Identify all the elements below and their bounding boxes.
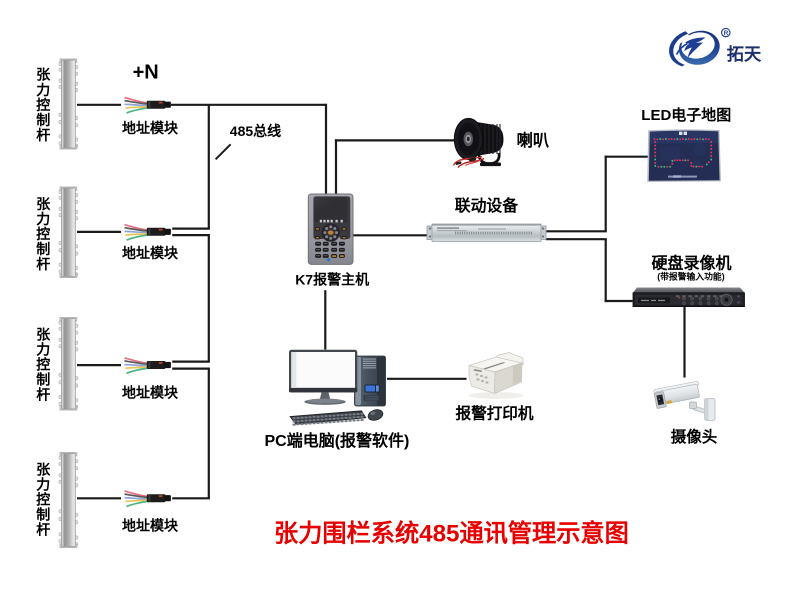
svg-text:报警打印机: 报警打印机 [456,404,534,423]
svg-text:张: 张 [36,326,51,342]
svg-text:LED电子地图: LED电子地图 [641,106,731,124]
svg-text:PC端电脑(报警软件): PC端电脑(报警软件) [265,431,410,450]
svg-text:地址模块: 地址模块 [122,517,179,533]
svg-text:张: 张 [36,67,51,83]
svg-text:张: 张 [36,196,51,212]
svg-text:地址模块: 地址模块 [122,120,179,136]
svg-text:+N: +N [133,61,159,83]
svg-text:拓天: 拓天 [727,44,762,64]
svg-text:控: 控 [36,356,50,372]
svg-text:控: 控 [36,226,50,242]
svg-text:联动设备: 联动设备 [455,196,519,215]
svg-text:(带报警输入功能): (带报警输入功能) [657,270,725,281]
svg-text:杆: 杆 [36,127,50,143]
svg-text:摄像头: 摄像头 [671,427,718,446]
svg-text:制: 制 [36,371,50,387]
svg-text:张力围栏系统485通讯管理示意图: 张力围栏系统485通讯管理示意图 [274,520,629,548]
svg-text:力: 力 [36,476,50,492]
svg-text:力: 力 [36,341,50,357]
svg-text:制: 制 [36,241,50,257]
svg-text:力: 力 [36,82,50,98]
svg-text:控: 控 [36,491,50,507]
svg-text:制: 制 [36,506,50,522]
svg-text:485总线: 485总线 [230,123,281,139]
svg-text:K7报警主机: K7报警主机 [295,272,369,288]
svg-text:力: 力 [36,211,50,227]
svg-text:地址模块: 地址模块 [122,245,179,261]
svg-text:控: 控 [36,97,50,113]
svg-text:杆: 杆 [36,522,50,538]
svg-text:杆: 杆 [36,256,50,272]
svg-text:R: R [724,30,729,37]
svg-text:硬盘录像机: 硬盘录像机 [652,253,732,272]
svg-text:喇叭: 喇叭 [517,131,550,150]
svg-text:制: 制 [36,112,50,128]
svg-text:张: 张 [36,461,51,477]
svg-text:杆: 杆 [36,387,50,403]
svg-text:地址模块: 地址模块 [122,384,179,400]
